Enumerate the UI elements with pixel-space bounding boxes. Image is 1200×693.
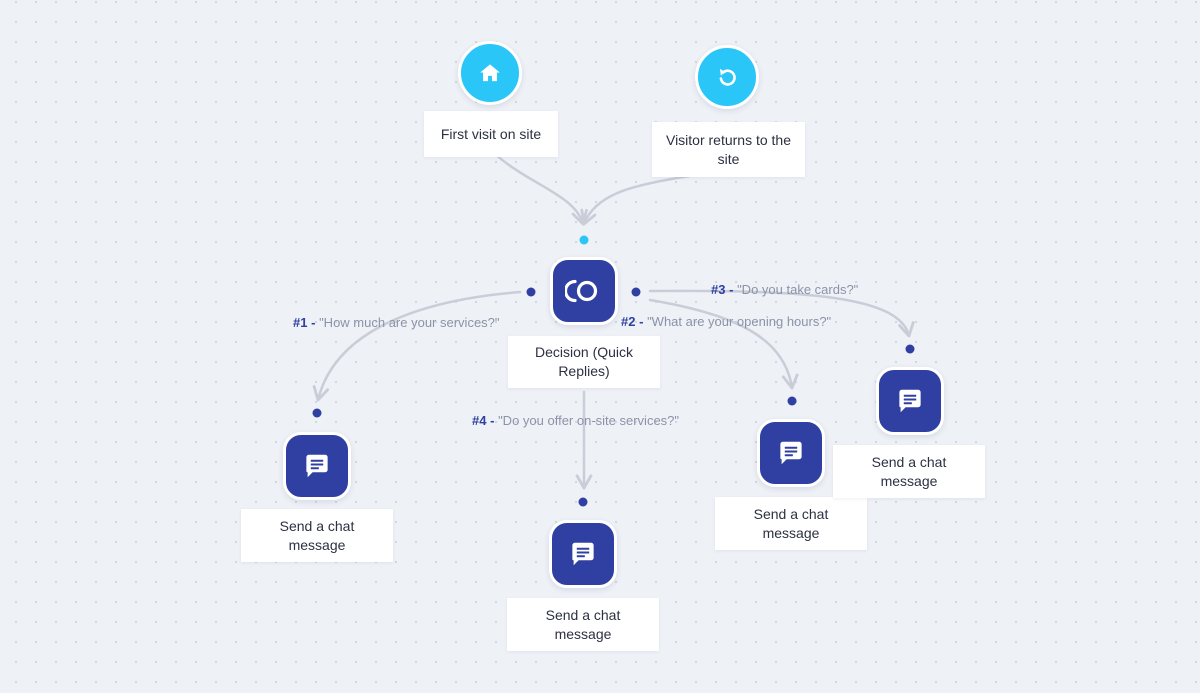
connector-edge-2 [648, 298, 799, 390]
action-1-input-dot[interactable] [312, 408, 322, 418]
edge-label-1: #1 - "How much are your services?" [293, 315, 500, 330]
connector-edge-3 [648, 289, 915, 338]
decision-output-dot-right[interactable] [631, 287, 641, 297]
action-1-label: Send a chat message [241, 509, 393, 562]
refresh-icon [719, 68, 736, 86]
action-3-label: Send a chat message [833, 445, 985, 498]
edge-label-4: #4 - "Do you offer on-site services?" [472, 413, 680, 428]
edge-label-3: #3 - "Do you take cards?" [711, 282, 859, 297]
decision-input-dot[interactable] [579, 235, 589, 245]
action-4-input-dot[interactable] [578, 497, 588, 507]
connector-first-visit [493, 152, 588, 226]
returns-label: Visitor returns to the site [652, 122, 805, 177]
chat-message-icon [306, 454, 328, 478]
first-visit-trigger-node[interactable] [458, 41, 522, 105]
home-icon [480, 64, 500, 82]
action-4-node[interactable] [549, 520, 617, 588]
action-1-node[interactable] [283, 432, 351, 500]
chat-message-icon [899, 389, 921, 413]
connector-returns [580, 174, 692, 226]
connector-edge-1 [312, 290, 522, 402]
chat-message-icon [572, 542, 594, 566]
chat-message-icon [780, 441, 802, 465]
action-2-node[interactable] [757, 419, 825, 487]
action-4-label: Send a chat message [507, 598, 659, 651]
decision-output-dot-left[interactable] [526, 287, 536, 297]
decision-label: Decision (Quick Replies) [508, 336, 660, 388]
returns-trigger-node[interactable] [695, 45, 759, 109]
action-3-input-dot[interactable] [905, 344, 915, 354]
action-2-label: Send a chat message [715, 497, 867, 550]
decision-node[interactable] [550, 257, 618, 325]
first-visit-label: First visit on site [424, 111, 558, 157]
quick-replies-icon [565, 279, 598, 303]
action-2-input-dot[interactable] [787, 396, 797, 406]
action-3-node[interactable] [876, 367, 944, 435]
edge-label-2: #2 - "What are your opening hours?" [621, 314, 832, 329]
